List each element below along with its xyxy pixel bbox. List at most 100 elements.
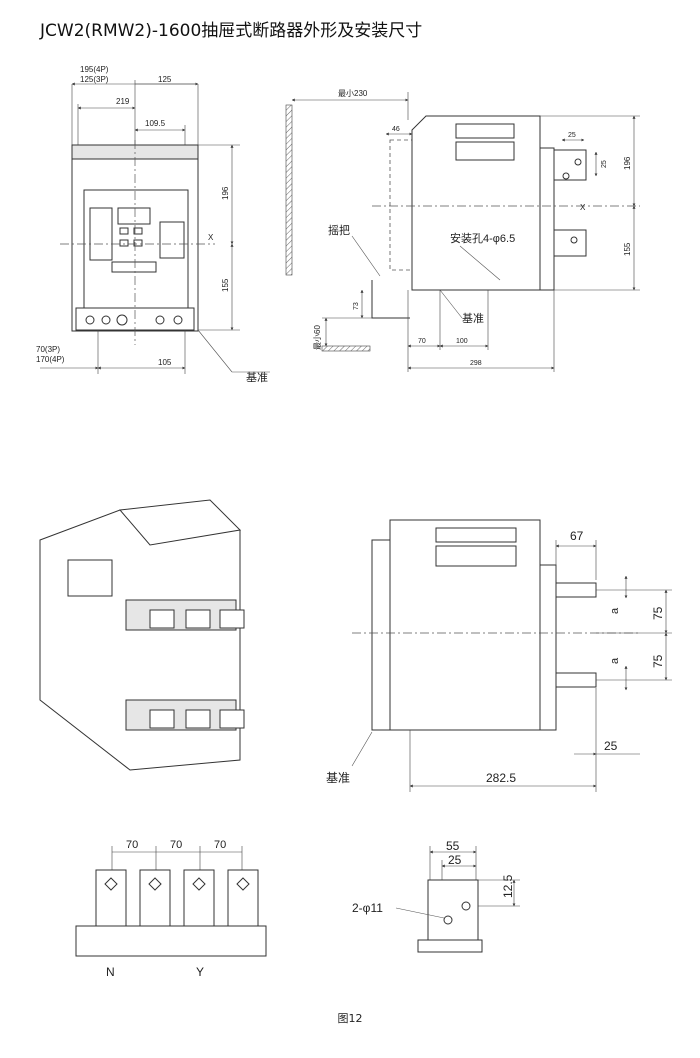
busbar-detail: 55 25 12.5 2-φ11 <box>352 839 520 953</box>
side-datum-label: 基准 <box>462 312 484 325</box>
indicator-4 <box>133 239 143 247</box>
dim-70-3p: 70(3P) <box>36 345 60 354</box>
dim-155: 155 <box>221 278 230 292</box>
sv2-datum-label: 基准 <box>326 771 350 785</box>
bolt-icon <box>562 172 570 180</box>
dim-109-5: 109.5 <box>145 119 166 128</box>
iso-lower-terminals <box>125 699 237 731</box>
sv2-label-1 <box>435 527 517 543</box>
diamond-icon <box>236 877 250 891</box>
side-label-2 <box>455 141 515 161</box>
mounting-wall <box>285 104 293 276</box>
sv2-busbar-lower <box>555 672 597 688</box>
side-label-1 <box>455 123 515 139</box>
door-outline <box>389 139 413 271</box>
dim-155-side: 155 <box>623 242 632 256</box>
dim-25-h: 25 <box>568 132 576 139</box>
iso-terminal <box>149 709 175 729</box>
iso-terminal <box>149 609 175 629</box>
dim-46: 46 <box>392 126 400 133</box>
dim-282-5: 282.5 <box>486 771 516 785</box>
dim-125: 125 <box>158 75 172 84</box>
screw-icon <box>85 315 95 325</box>
dim-70-side: 70 <box>418 338 426 345</box>
dim-298: 298 <box>470 360 482 367</box>
mount-hole-label: 安装孔4-φ6.5 <box>450 231 515 245</box>
front-window-top <box>117 207 151 225</box>
terminal-n <box>95 869 127 927</box>
terminal <box>227 869 259 927</box>
dim-25-sv2: 25 <box>604 739 618 753</box>
label-n: N <box>106 965 115 979</box>
figure-caption: 图12 <box>337 1012 363 1025</box>
sv2-datum-leader <box>351 731 373 767</box>
lock-icon <box>116 314 128 326</box>
dim-12-5: 12.5 <box>501 874 515 898</box>
front-view: 195(4P) 125(3P) 125 219 109.5 <box>36 65 270 384</box>
dim-min-230: 最小230 <box>338 89 368 98</box>
side-rear-plate <box>539 147 555 291</box>
screw-icon <box>173 315 183 325</box>
iso-front-label <box>67 559 113 597</box>
dim-55: 55 <box>446 839 460 853</box>
busbar-upper <box>553 149 587 181</box>
hole-leader <box>395 907 445 919</box>
isometric-view <box>39 499 245 771</box>
hole-icon <box>461 901 471 911</box>
dim-170-4p: 170(4P) <box>36 355 65 364</box>
terminals-base <box>75 925 267 957</box>
iso-upper-terminals <box>125 599 237 631</box>
dim-75-upper: 75 <box>651 606 665 620</box>
indicator-1 <box>119 227 129 235</box>
handle-leader <box>351 235 381 277</box>
screw-icon <box>155 315 165 325</box>
dim-pitch-70-3: 70 <box>214 839 226 851</box>
iso-terminal <box>219 609 245 629</box>
bolt-icon <box>574 158 582 166</box>
busbar-base <box>417 939 483 953</box>
indicator-3 <box>119 239 129 247</box>
bolt-icon <box>570 236 578 244</box>
front-axis-x: X <box>208 233 214 242</box>
dim-73: 73 <box>353 302 360 310</box>
handle-shape <box>371 280 410 319</box>
dim-100: 100 <box>456 338 468 345</box>
hole-icon <box>443 915 453 925</box>
sv2-busbar-upper <box>555 582 597 598</box>
dim-25-v: 25 <box>601 160 608 168</box>
front-window-left <box>89 207 113 261</box>
dim-75-lower: 75 <box>651 654 665 668</box>
handle-label: 摇把 <box>328 223 350 237</box>
dim-min-60: 最小60 <box>313 325 322 350</box>
dim-pitch-70-1: 70 <box>126 839 138 851</box>
hole-label: 2-φ11 <box>352 901 383 915</box>
floor <box>321 345 371 352</box>
side-axis-x: X <box>580 203 586 212</box>
datum-leader <box>197 329 233 373</box>
diamond-icon <box>104 877 118 891</box>
terminals-view: 70 70 70 N Y <box>75 839 267 979</box>
side-view: 最小230 46 25 25 X 196 155 摇把 73 <box>285 89 640 372</box>
terminal <box>139 869 171 927</box>
iso-housing <box>39 509 241 771</box>
front-handle-slot <box>111 261 157 273</box>
drawing-title: JCW2(RMW2)-1600抽屉式断路器外形及安装尺寸 <box>40 21 423 41</box>
front-view-dimensions-top: 195(4P) 125(3P) 125 219 109.5 <box>71 65 199 250</box>
iso-terminal <box>219 709 245 729</box>
dim-pitch-70-2: 70 <box>170 839 182 851</box>
sv2-front-plate <box>371 539 391 731</box>
diamond-icon <box>148 877 162 891</box>
dim-67: 67 <box>570 529 584 543</box>
front-window-right <box>159 221 185 259</box>
dim-105: 105 <box>158 358 172 367</box>
screw-icon <box>101 315 111 325</box>
dim-196: 196 <box>221 186 230 200</box>
side-datum-leader <box>439 289 463 319</box>
dim-195-4p: 195(4P) <box>80 65 109 74</box>
dim-125-3p: 125(3P) <box>80 75 109 84</box>
dim-a-lower: a <box>609 657 621 664</box>
busbar-plate <box>427 879 479 941</box>
dim-196-side: 196 <box>623 156 632 170</box>
dim-219: 219 <box>116 97 130 106</box>
